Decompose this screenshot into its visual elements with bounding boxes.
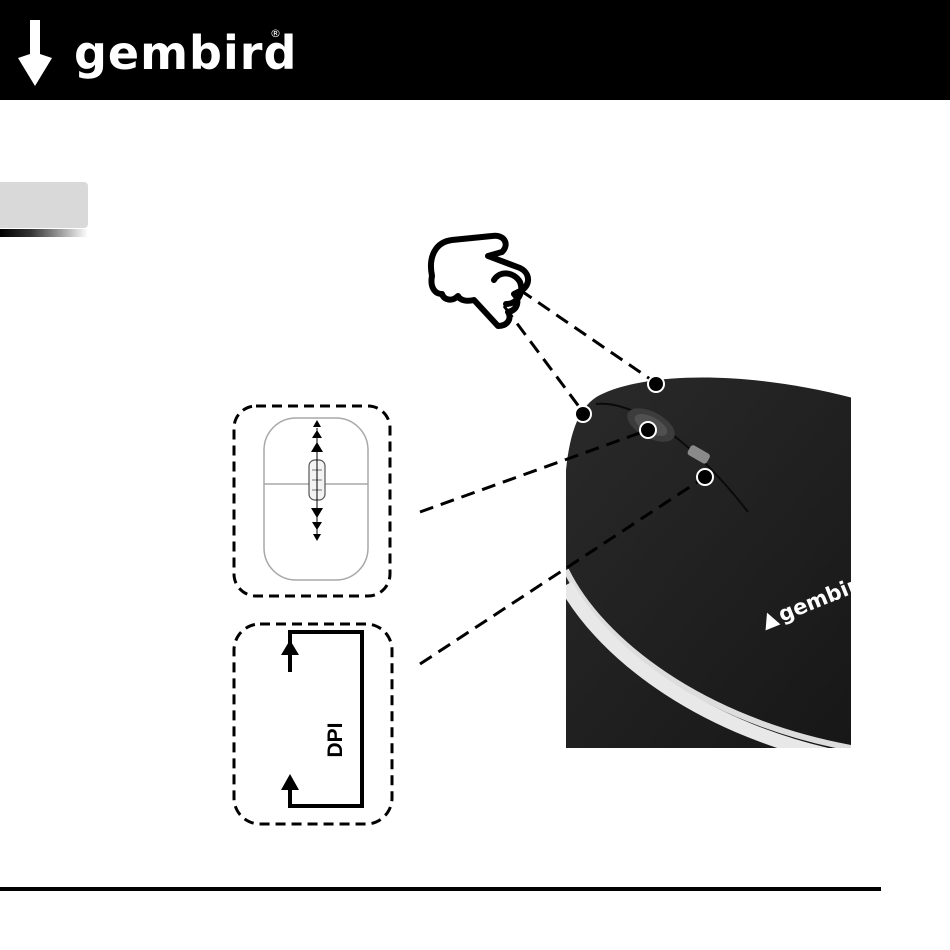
- pointing-hand-icon: [431, 236, 528, 326]
- mouse-photo: gembird: [566, 378, 900, 760]
- scroll-wheel-box: [234, 406, 390, 596]
- dpi-box: DPI: [234, 624, 392, 824]
- bottom-divider: [0, 887, 881, 891]
- dpi-label: DPI: [324, 722, 347, 757]
- scroll-wheel-icon: [264, 418, 368, 580]
